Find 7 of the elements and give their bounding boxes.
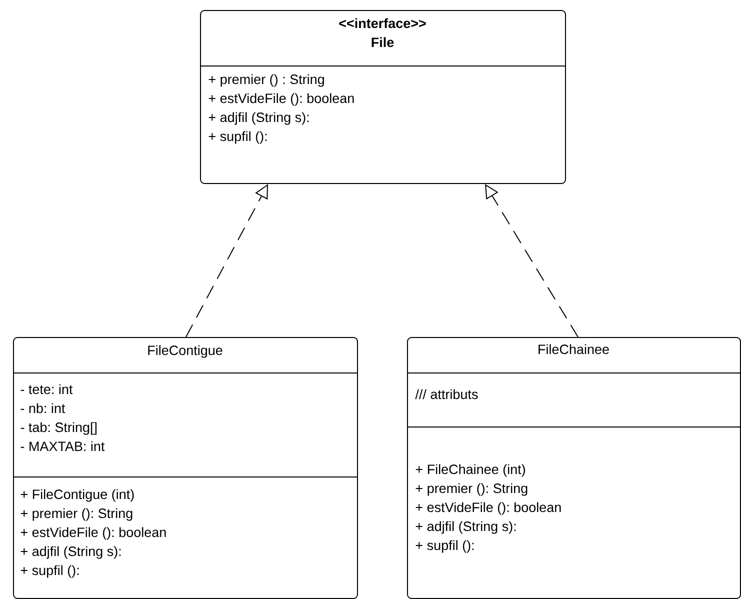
realization-arrow	[186, 184, 268, 338]
member-list: + FileChainee (int) + premier (): String + estVideFile (): boolean + adjfil (String s): + supfil ():	[416, 464, 561, 553]
member-list: /// attributs	[415, 389, 478, 400]
member-list: - tete: int - nb: int - tab: String[] - MAXTAB: int	[20, 384, 105, 452]
realization-arrow	[485, 184, 578, 338]
member-list: + premier () : String + estVideFile (): boolean + adjfil (String s): + supfil ():	[208, 74, 354, 144]
member-list: + FileContigue (int) + premier (): String + estVideFile (): boolean + adjfil (String s): + supfil ():	[20, 489, 166, 578]
